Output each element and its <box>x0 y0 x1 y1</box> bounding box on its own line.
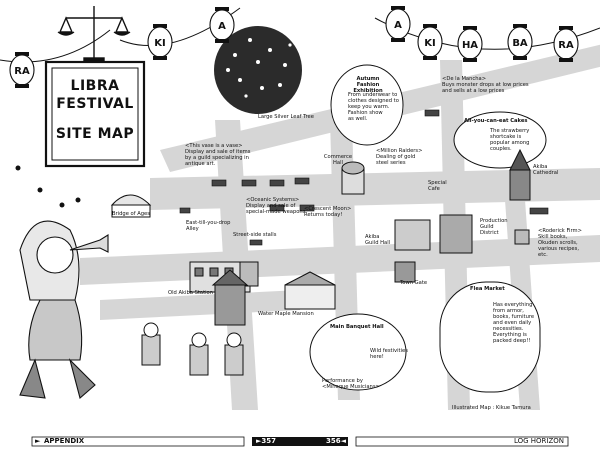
footer-log-horizon: LOG HORIZON <box>513 437 564 445</box>
lantern-left-0: RA <box>9 52 35 88</box>
label-town-gate: Town Gate <box>400 280 428 286</box>
label-akiba-guild-hall: Akiba Guild Hall <box>365 234 391 246</box>
silver-leaf-tree-icon <box>214 26 302 114</box>
lantern-right-1: KI <box>417 24 443 60</box>
lantern-left-1-letter: KI <box>154 38 165 49</box>
label-special-cafe: Special Cafe <box>428 180 447 192</box>
note-million-raiders: <Million Raiders> Dealing of gold steel … <box>376 148 423 166</box>
lantern-left-2: A <box>209 7 235 43</box>
bubble-cakes-body: The strawberry shortcake is popular amon… <box>490 128 530 152</box>
lantern-right-3: BA <box>507 24 533 60</box>
note-oceanic-systems: <Oceanic Systems> Display and sale of sp… <box>246 197 306 215</box>
label-water-maple-mansion: Water Maple Mansion <box>258 311 314 317</box>
bubble-autumn-title: Autumn Fashion Exhibition <box>353 76 383 94</box>
marching-band <box>141 322 244 376</box>
footer-appendix-label: APPENDIX <box>44 437 85 445</box>
bubble-banquet-body: Wild festivities here! <box>370 348 408 360</box>
lantern-right-0-letter: A <box>394 20 402 31</box>
label-production-guild-district: Production Guild District <box>480 218 508 236</box>
title-line-3: SITE MAP <box>55 126 135 142</box>
footer-page-left: ►357 <box>256 437 276 445</box>
title-line-2: FESTIVAL <box>56 96 134 112</box>
jester-character <box>19 220 109 399</box>
speech-bubbles <box>309 64 547 393</box>
footer-left-arrow: ► <box>35 437 41 445</box>
footer-page-right: 356◄ <box>326 437 346 445</box>
title-signboard <box>44 60 146 168</box>
lantern-right-1-letter: KI <box>424 38 435 49</box>
lantern-right-4-letter: RA <box>558 40 574 51</box>
note-crescent-moon: <Crescent Moon> Returns today! <box>304 206 352 218</box>
bubble-cakes-title: All-you-can-eat Cakes <box>464 118 528 124</box>
footer-bars <box>31 436 569 447</box>
title-line-1: LIBRA <box>70 78 120 94</box>
music-notes <box>15 165 81 208</box>
bubble-flea-title: Flea Market <box>470 286 505 292</box>
bubble-autumn-body: From underwear to clothes designed to ke… <box>348 92 399 122</box>
buildings <box>110 148 531 326</box>
lantern-left-0-letter: RA <box>14 66 30 77</box>
libra-scale-icon <box>57 6 131 64</box>
label-old-akiba-station: Old Akiba Station <box>168 290 214 296</box>
lantern-right-0: A <box>385 6 411 42</box>
label-street-side-stalls: Street-side stalls <box>233 232 277 238</box>
label-bridge-of-ages: Bridge of Ages <box>112 211 150 217</box>
lantern-right-4: RA <box>553 26 579 62</box>
label-large-silver-leaf-tree: Large Silver Leaf Tree <box>258 114 314 120</box>
lantern-right-3-letter: BA <box>512 38 528 49</box>
label-akiba-cathedral: Akiba Cathedral <box>533 164 559 176</box>
lantern-right-2-letter: HA <box>462 40 478 51</box>
bubble-banquet-performance: Performance by <Minoque Musicians> <box>322 378 380 390</box>
label-east-till-you-drop-alley: East-till-you-drop Alley <box>186 220 231 232</box>
lantern-right-2: HA <box>457 26 483 62</box>
bubble-flea-body: Has everything from armor, books, furnit… <box>493 302 535 344</box>
lantern-left-2-letter: A <box>218 21 226 32</box>
stall-awnings <box>179 109 549 246</box>
lantern-left-1: KI <box>147 24 173 60</box>
lanterns: RA KI A A KI HA BA RA <box>9 6 579 88</box>
note-de-la-mancha: <De la Mancha> Buys monster drops at low… <box>442 76 529 94</box>
label-commerce-hall: Commerce Hall <box>323 154 353 166</box>
note-roderick-firm: <Roderick Firm> Skill books, Okuden scro… <box>538 228 582 258</box>
illustrator-credit: Illustrated Map : Kikue Tamura <box>452 405 531 411</box>
note-this-vase-is-a-vase: <This vase is a vase> Display and sale o… <box>185 143 251 167</box>
bubble-banquet-title: Main Banquet Hall <box>330 324 384 330</box>
